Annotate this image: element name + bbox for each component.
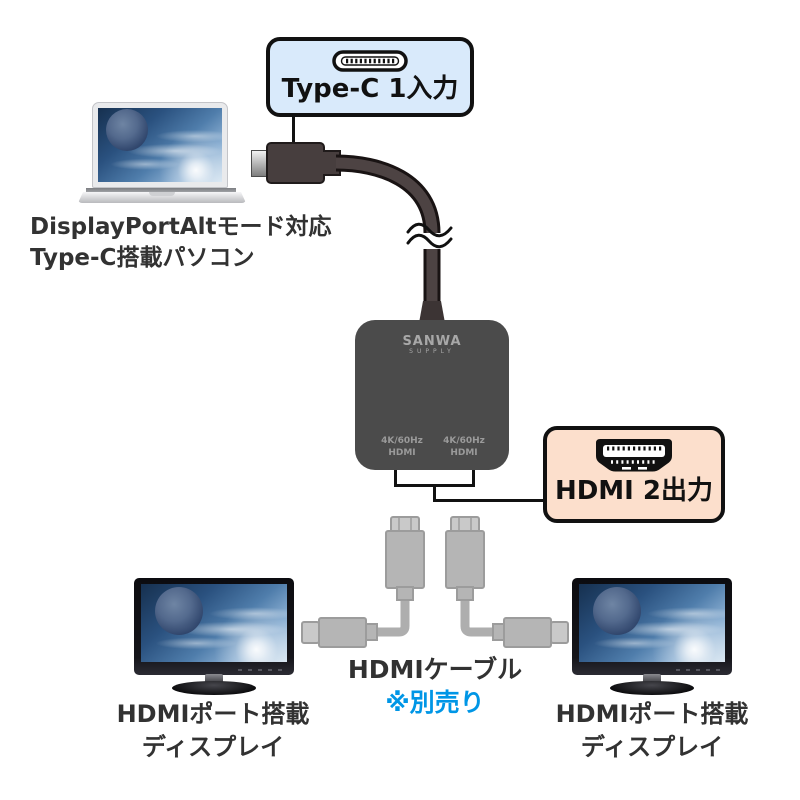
hdmi-cable-caption: HDMIケーブル: [347, 655, 523, 684]
display-buttons: [676, 669, 720, 671]
moon-graphic: [593, 587, 641, 635]
adapter-cable: [335, 154, 453, 323]
hdmi-plug-side-left: [365, 623, 378, 641]
laptop-keyboard: [86, 188, 236, 193]
display-right-bezel: [572, 578, 732, 675]
bracket-right-tick: [472, 470, 475, 487]
adapter-brand-name: SANWA: [402, 334, 462, 349]
laptop-screen: [92, 102, 228, 188]
display-right-caption-line2: ディスプレイ: [580, 733, 724, 761]
source-pc-caption-line2: Type-C搭載パソコン: [30, 245, 255, 271]
bracket-left-tick: [394, 470, 397, 487]
hdmi-cable-note: ※別売り: [385, 688, 485, 717]
adapter-brand-sub: SUPPLY: [409, 348, 455, 355]
bracket-bar: [394, 484, 475, 487]
display-right-stand: [610, 681, 694, 695]
adapter-port-label-right: 4K/60Hz HDMI: [443, 436, 485, 458]
display-right-caption-line1: HDMIポート搭載: [555, 700, 749, 728]
display-right-illustration: [572, 578, 732, 696]
typec-callout-label: Type-C 1入力: [281, 74, 459, 104]
bracket-stem: [433, 487, 436, 502]
bracket-to-callout-line: [433, 499, 543, 502]
cable-strain-relief: [419, 301, 445, 323]
adapter-brand: SANWA SUPPLY: [355, 335, 509, 356]
adapter-port-label-left: 4K/60Hz HDMI: [381, 436, 423, 458]
hdmi-callout-label: HDMI 2出力: [554, 476, 714, 506]
hdmi-plug-up-right: [450, 516, 480, 533]
hdmi-output-callout: HDMI 2出力: [543, 426, 725, 523]
moon-graphic: [106, 109, 148, 151]
display-right-hinge: [643, 674, 661, 685]
display-left-hinge: [205, 674, 223, 685]
typec-input-callout: Type-C 1入力: [266, 37, 474, 117]
typec-callout-connector-line: [292, 113, 295, 143]
display-right-caption: HDMIポート搭載 ディスプレイ: [547, 698, 757, 764]
hdmi-connector-icon: [596, 439, 672, 472]
display-left-screen: [141, 584, 287, 662]
laptop-illustration: [78, 100, 246, 204]
adapter-device: SANWA SUPPLY 4K/60Hz HDMI 4K/60Hz HDMI: [355, 320, 509, 470]
display-left-caption-line1: HDMIポート搭載: [116, 700, 310, 728]
display-left-caption: HDMIポート搭載 ディスプレイ: [108, 698, 318, 764]
source-pc-caption: DisplayPortAltモード対応 Type-C搭載パソコン: [30, 212, 332, 274]
laptop-base: [78, 192, 246, 203]
display-right-screen: [579, 584, 725, 662]
hdmi-cables-illustration: [301, 516, 569, 648]
laptop-wallpaper: [98, 108, 222, 182]
display-buttons: [238, 669, 282, 671]
usb-c-plug-body: [266, 142, 325, 184]
display-left-bezel: [134, 578, 294, 675]
hdmi-plug-up-left: [390, 516, 420, 533]
source-pc-caption-line1: DisplayPortAltモード対応: [30, 214, 332, 240]
display-left-caption-line2: ディスプレイ: [141, 733, 285, 761]
usb-c-connector-icon: [332, 50, 408, 72]
display-left-stand: [172, 681, 256, 695]
hdmi-plug-side-right: [492, 623, 505, 641]
moon-graphic: [155, 587, 203, 635]
cable-break-icon: [406, 222, 453, 238]
display-left-illustration: [134, 578, 294, 696]
laptop-notch: [149, 192, 175, 196]
